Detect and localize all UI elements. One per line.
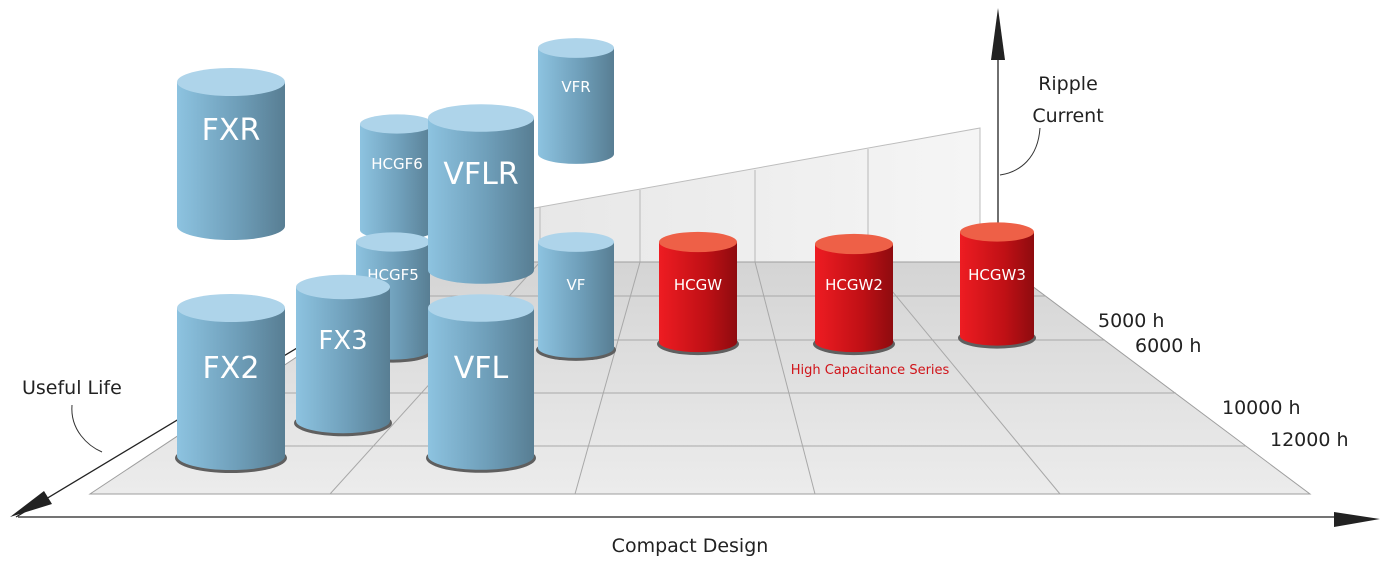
cylinder-top — [360, 114, 434, 134]
cylinder-top — [538, 232, 614, 252]
cylinder-top — [177, 67, 285, 97]
cylinder-body — [177, 82, 285, 241]
ripple-leader-line — [999, 127, 1041, 176]
cylinder-body — [538, 48, 614, 164]
cylinder-top — [428, 104, 534, 132]
cylinder-body — [360, 124, 434, 240]
capacitor-label: HCGW — [674, 276, 722, 294]
capacitor-label: HCGW3 — [968, 266, 1026, 284]
capacitor-label: HCGW2 — [825, 276, 883, 294]
y-axis-label-line1: Ripple — [1038, 73, 1098, 95]
useful-life-arrow — [10, 491, 52, 517]
life-tick-5000: 5000 h — [1098, 310, 1164, 332]
capacitor-label: FX3 — [318, 326, 367, 356]
cylinder-top — [538, 38, 614, 58]
cylinder-top — [296, 274, 390, 300]
capacitor-fx2: FX2 — [175, 293, 287, 474]
cylinder-top — [356, 232, 430, 252]
capacitor-vfr: VFR — [538, 38, 614, 164]
cylinder-body — [538, 242, 614, 358]
ripple-current-arrow — [991, 8, 1005, 60]
capacitor-label: HCGF5 — [367, 266, 419, 284]
capacitor-label: HCGF6 — [371, 155, 423, 173]
compact-design-arrow — [1334, 512, 1380, 527]
capacitor-label: VF — [567, 276, 586, 294]
cylinder-body — [428, 118, 534, 284]
cylinder-body — [960, 232, 1034, 346]
capacitor-label: FX2 — [203, 351, 260, 386]
cylinder-body — [659, 242, 737, 353]
capacitor-fxr: FXR — [177, 67, 285, 241]
y-axis-label-line2: Current — [1032, 105, 1103, 127]
life-tick-10000: 10000 h — [1222, 397, 1301, 419]
capacitor-label: VFL — [454, 351, 509, 386]
capacitor-fx3: FX3 — [294, 274, 392, 437]
x-axis-label: Compact Design — [612, 535, 769, 557]
cylinder-body — [428, 308, 534, 470]
capacitor-label: VFLR — [443, 157, 518, 192]
cylinder-top — [177, 293, 285, 323]
high-capacitance-series-label: High Capacitance Series — [791, 363, 950, 378]
cylinder-top — [659, 231, 737, 253]
life-tick-6000: 6000 h — [1135, 335, 1201, 357]
capacitor-hcgw: HCGW — [657, 231, 739, 356]
capacitor-hcgw2: HCGW2 — [813, 233, 895, 356]
life-leader-line — [71, 404, 103, 453]
capacitor-vf: VF — [536, 232, 616, 361]
cylinder-body — [177, 308, 285, 471]
cylinder-top — [428, 294, 534, 322]
capacitor-label: VFR — [561, 78, 590, 96]
cylinder-top — [960, 222, 1034, 242]
z-axis-label: Useful Life — [22, 377, 122, 399]
cylinder-body — [296, 287, 390, 434]
capacitor-vfl: VFL — [426, 294, 536, 473]
cylinder-top — [815, 233, 893, 255]
cylinder-body — [815, 244, 893, 353]
capacitor-vflr: VFLR — [428, 104, 534, 284]
capacitor-hcgf6: HCGF6 — [360, 114, 434, 240]
capacitor-label: FXR — [202, 113, 261, 148]
capacitor-hcgw3: HCGW3 — [958, 222, 1036, 349]
life-tick-12000: 12000 h — [1270, 429, 1349, 451]
